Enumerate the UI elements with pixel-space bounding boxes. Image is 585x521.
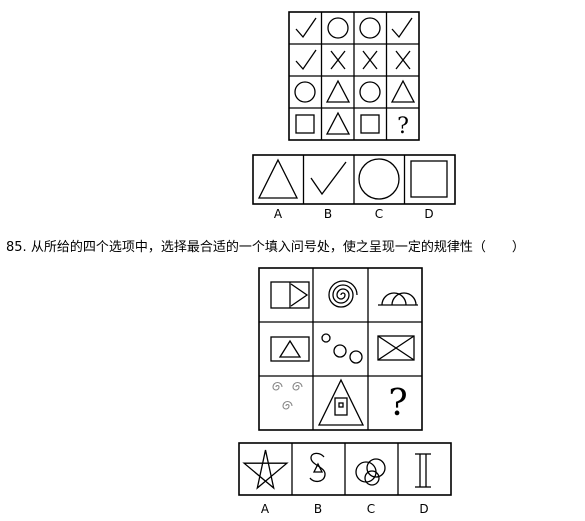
option-a-triangle — [257, 158, 299, 199]
option-label-a: A — [274, 207, 283, 221]
envelope-figure — [377, 335, 415, 361]
square-icon — [360, 114, 380, 134]
question-mark: ? — [388, 383, 407, 424]
check-icon — [295, 17, 317, 39]
circle-icon — [359, 17, 381, 39]
grid-frame — [258, 267, 423, 431]
cross-icon — [330, 50, 346, 70]
option-a-star — [242, 449, 289, 490]
puzzle1-grid — [288, 11, 420, 141]
spiral-icon — [328, 280, 358, 308]
rect-triangle-figure — [270, 281, 310, 309]
three-circles-figure — [321, 333, 363, 364]
arches-figure — [378, 292, 418, 306]
question-text: 从所给的四个选项中，选择最合适的一个填入问号处，使之呈现一定的规律性（ ） — [30, 240, 525, 255]
check-icon — [391, 17, 413, 39]
option-label-a: A — [261, 502, 270, 516]
check-icon — [295, 49, 317, 71]
triangle-with-rect-figure — [317, 378, 365, 426]
option-label-b: B — [324, 207, 332, 221]
option-label-b: B — [314, 502, 322, 516]
puzzle2-options — [238, 442, 452, 496]
circle-icon — [359, 81, 381, 103]
option-b-check — [310, 161, 347, 196]
triangle-icon — [390, 79, 416, 103]
cross-icon — [362, 50, 378, 70]
square-icon — [295, 114, 315, 134]
option-c-circle — [358, 158, 400, 200]
option-label-d: D — [424, 207, 433, 221]
option-b-s-figure — [309, 452, 326, 483]
rect-with-triangle-figure — [270, 336, 310, 362]
cross-icon — [395, 50, 411, 70]
swirls-figure — [272, 381, 303, 410]
option-d-square — [410, 160, 448, 198]
puzzle1-options — [252, 154, 456, 205]
option-label-c: C — [367, 502, 375, 516]
circle-icon — [294, 81, 316, 103]
option-label-c: C — [375, 207, 383, 221]
question-mark: ? — [397, 114, 409, 139]
circle-icon — [327, 17, 349, 39]
puzzle2-grid — [258, 267, 423, 431]
triangle-icon — [325, 111, 351, 135]
option-c-circles-figure — [355, 458, 386, 486]
option-label-d: D — [419, 502, 428, 516]
option-d-i-beam-figure — [415, 453, 431, 488]
triangle-icon — [325, 79, 351, 103]
question-number: 85. — [6, 240, 27, 255]
question-85: 85. 从所给的四个选项中，选择最合适的一个填入问号处，使之呈现一定的规律性（ … — [6, 236, 525, 255]
